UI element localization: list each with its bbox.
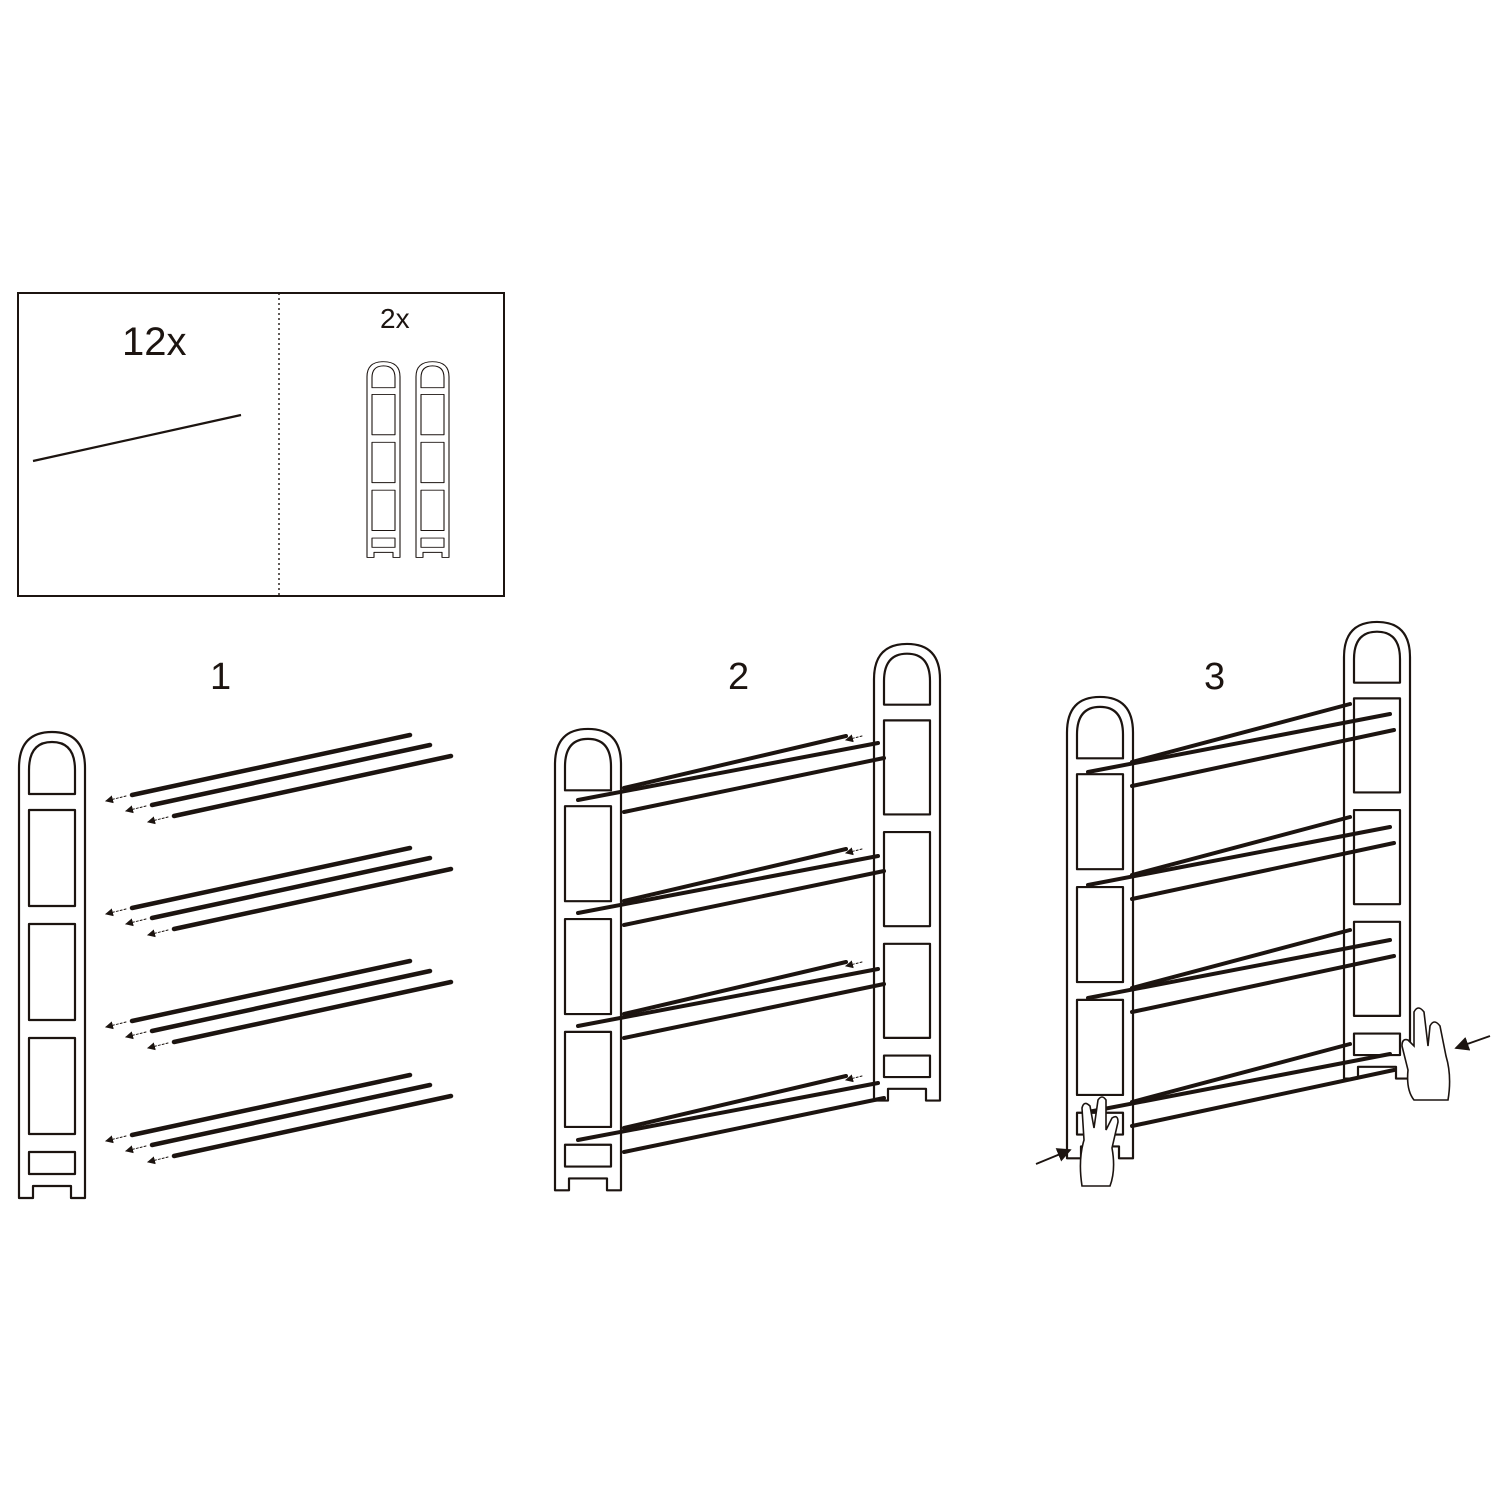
rod [171, 866, 454, 932]
step-2-number: 2 [728, 656, 750, 698]
rod [1130, 841, 1396, 901]
step-3-number: 3 [1204, 656, 1226, 698]
step-2-illustration [553, 642, 942, 1192]
rod [622, 982, 886, 1040]
insert-arrow [105, 1135, 127, 1144]
insert-arrow [147, 1156, 169, 1165]
insert-arrow [845, 1074, 863, 1083]
insert-arrow [105, 1021, 127, 1030]
insert-arrow [125, 1145, 147, 1154]
rod [1130, 702, 1352, 764]
rod [576, 741, 880, 802]
rod [576, 1081, 880, 1142]
rod [171, 1093, 454, 1159]
insert-arrow [147, 1042, 169, 1051]
step-1-number: 1 [210, 656, 232, 698]
rod [129, 845, 413, 911]
rod [171, 979, 454, 1045]
step-3-rods [1086, 702, 1396, 1128]
rod [576, 967, 880, 1028]
left-hand-icon [1035, 1096, 1119, 1187]
insert-arrow [125, 918, 147, 927]
rod [622, 1096, 886, 1154]
rod [1130, 954, 1396, 1014]
rod [129, 732, 413, 798]
rod-icon [32, 413, 242, 463]
insert-arrow [125, 805, 147, 814]
rod [129, 1072, 413, 1138]
rod [576, 854, 880, 915]
parts-box [17, 292, 505, 597]
rod [149, 855, 433, 921]
insert-arrow [147, 929, 169, 938]
rod [149, 968, 433, 1034]
insert-arrow [105, 795, 127, 804]
insert-arrow [125, 1031, 147, 1040]
rod [622, 1074, 848, 1130]
rod [622, 734, 848, 790]
rod [171, 753, 454, 819]
rod [129, 958, 413, 1024]
step-1-illustration [17, 730, 454, 1200]
rods-quantity-label: 12x [122, 320, 187, 364]
rod [1130, 815, 1352, 877]
rod [149, 742, 433, 808]
insert-arrow [105, 908, 127, 917]
rod [149, 1082, 433, 1148]
rod [1130, 928, 1352, 990]
right-hand-icon [1401, 1007, 1491, 1101]
insert-arrow [845, 734, 863, 743]
rod [1130, 1042, 1352, 1104]
rod [1130, 728, 1396, 788]
step-2-rods [576, 734, 886, 1154]
rod [622, 869, 886, 927]
frames-quantity-label: 2x [380, 303, 410, 334]
ladder-frame-icon [366, 361, 450, 558]
rod [622, 960, 848, 1016]
side-frame [17, 730, 87, 1200]
insert-arrow [845, 847, 863, 856]
step-3-illustration [1035, 620, 1491, 1187]
rod [622, 847, 848, 903]
rod [1130, 1068, 1396, 1128]
step-1-rods [105, 732, 454, 1165]
rod [622, 756, 886, 814]
insert-arrow [147, 816, 169, 825]
insert-arrow [845, 960, 863, 969]
